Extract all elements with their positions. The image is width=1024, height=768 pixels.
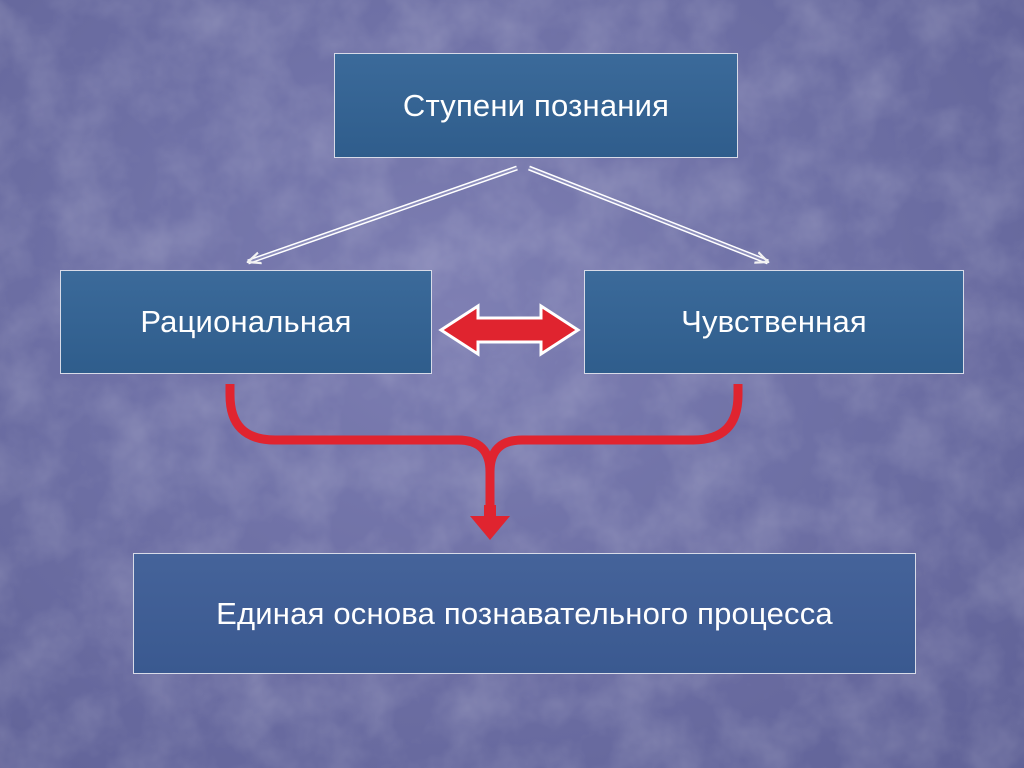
node-root-label: Ступени познания — [402, 87, 670, 123]
node-unified-basis: Единая основа познавательного процесса — [133, 553, 916, 674]
node-sensory: Чувственная — [584, 270, 964, 374]
node-rational: Рациональная — [60, 270, 432, 374]
node-sensory-label: Чувственная — [681, 304, 867, 339]
node-rational-label: Рациональная — [140, 304, 352, 339]
node-root: Ступени познания — [334, 53, 738, 158]
node-unified-basis-label: Единая основа познавательного процесса — [216, 595, 833, 631]
